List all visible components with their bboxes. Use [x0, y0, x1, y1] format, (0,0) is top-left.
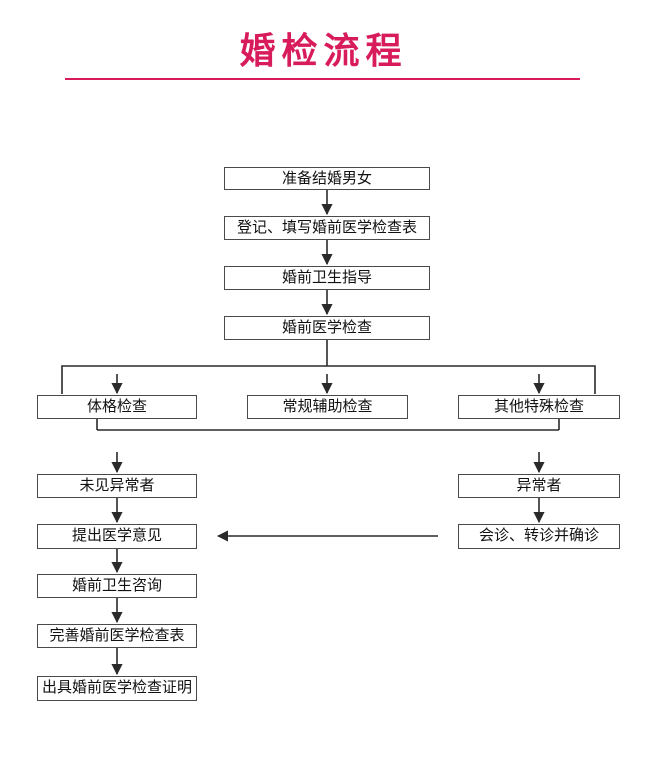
step-guidance: 婚前卫生指导 — [224, 266, 430, 290]
step-counseling: 婚前卫生咨询 — [37, 574, 197, 598]
step-consult: 会诊、转诊并确诊 — [458, 524, 620, 549]
title-divider — [65, 78, 580, 80]
step-certificate: 出具婚前医学检查证明 — [37, 676, 197, 701]
step-exam: 婚前医学检查 — [224, 316, 430, 340]
step-special: 其他特殊检查 — [458, 395, 620, 419]
step-complete-form: 完善婚前医学检查表 — [37, 624, 197, 648]
step-medical-opinion: 提出医学意见 — [37, 524, 197, 549]
step-physical: 体格检查 — [37, 395, 197, 419]
step-register: 登记、填写婚前医学检查表 — [224, 216, 430, 240]
step-normal: 未见异常者 — [37, 474, 197, 498]
step-prepare: 准备结婚男女 — [224, 167, 430, 190]
page-title: 婚检流程 — [239, 31, 408, 72]
step-routine-aux: 常规辅助检查 — [247, 395, 408, 419]
step-abnormal: 异常者 — [458, 474, 620, 498]
branch-frame — [61, 365, 596, 394]
